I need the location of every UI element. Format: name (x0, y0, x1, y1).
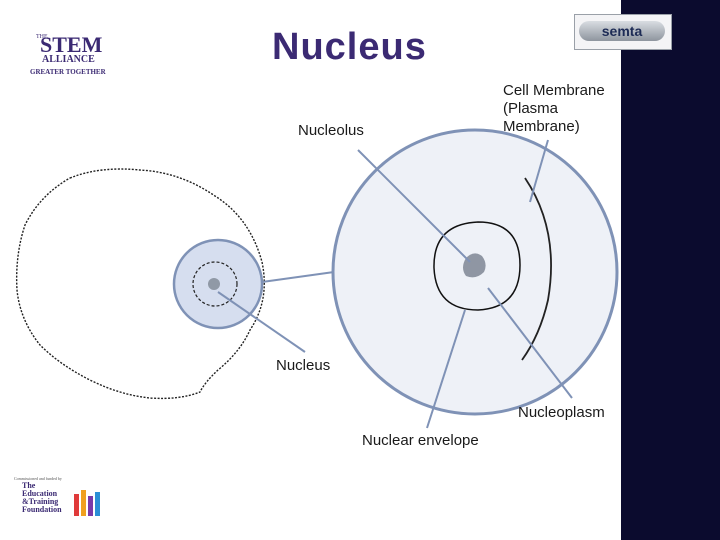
label-nucleoplasm: Nucleoplasm (518, 404, 605, 421)
slide-title: Nucleus (272, 26, 427, 68)
pointer-nucleolus (357, 149, 471, 263)
pointer-nucleus-connector (261, 271, 335, 283)
cell-outline (16, 168, 265, 400)
pointer-nuclear-envelope (426, 309, 466, 429)
nucleolus-ring (433, 221, 521, 311)
right-accent-bar (621, 0, 720, 540)
label-cell-membrane: Cell Membrane (Plasma Membrane) (503, 82, 605, 135)
pointer-nucleus (217, 291, 306, 353)
pointer-cell-membrane (529, 139, 549, 203)
label-nucleolus: Nucleolus (298, 122, 364, 139)
label-nuclear-envelope: Nuclear envelope (362, 432, 479, 449)
label-nucleus: Nucleus (276, 357, 331, 374)
pointer-nucleoplasm (487, 287, 573, 399)
cell-membrane-arc (521, 177, 552, 361)
stem-alliance-logo: THE STEM ALLIANCE GREATER TOGETHER (30, 32, 106, 76)
small-nucleolus (208, 278, 220, 290)
education-training-foundation-logo: Commissioned and funded by The Education… (12, 470, 100, 522)
semta-logo: semta (574, 14, 672, 50)
people-figures-icon (74, 490, 100, 516)
small-nucleolus-ring (192, 261, 238, 307)
